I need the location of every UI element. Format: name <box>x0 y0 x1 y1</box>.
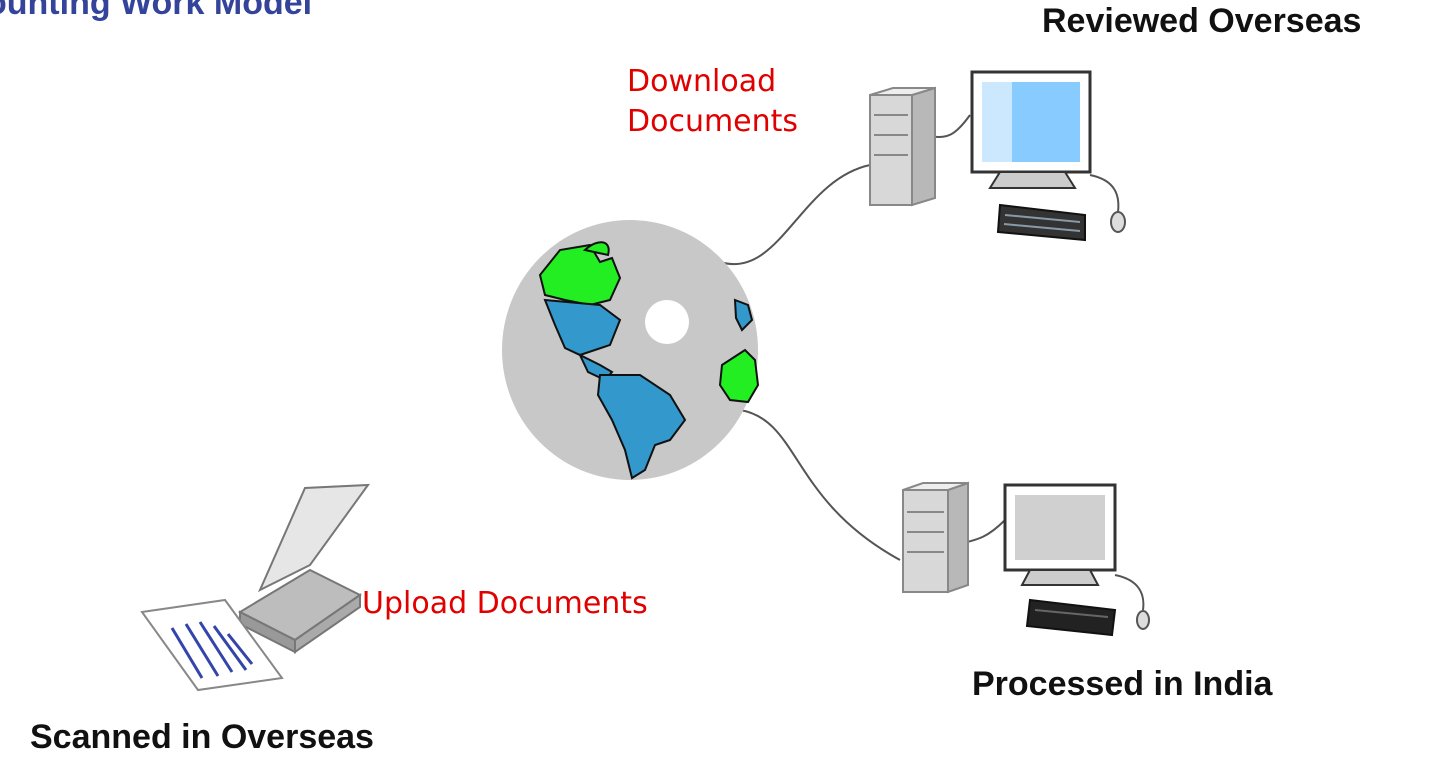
keyboard-icon <box>996 203 1086 242</box>
processed-in-india-label: Processed in India <box>972 665 1273 703</box>
download-label-line2: Documents <box>627 104 799 139</box>
reviewed-overseas-label: Reviewed Overseas <box>1042 2 1362 40</box>
document-icon <box>140 598 284 692</box>
keyboard-icon-bottom <box>1025 598 1117 637</box>
page-title: ounting Work Model <box>0 0 313 22</box>
scanner-icon <box>237 483 371 654</box>
globe-icon <box>502 220 760 480</box>
upload-documents-label: Upload Documents <box>362 586 648 621</box>
cable-globe-to-processor <box>739 409 901 561</box>
download-label-line1: Download <box>627 64 777 99</box>
server-tower-icon <box>869 86 936 207</box>
monitor-icon-bottom <box>1003 483 1117 586</box>
mouse-icon-bottom <box>1114 574 1150 630</box>
cable-globe-to-reviewer <box>719 164 871 266</box>
scanned-in-overseas-label: Scanned in Overseas <box>30 718 374 756</box>
monitor-icon <box>970 70 1092 189</box>
mouse-icon <box>1089 174 1126 233</box>
server-tower-icon-bottom <box>902 481 969 594</box>
download-documents-label: Download Documents <box>627 62 798 142</box>
